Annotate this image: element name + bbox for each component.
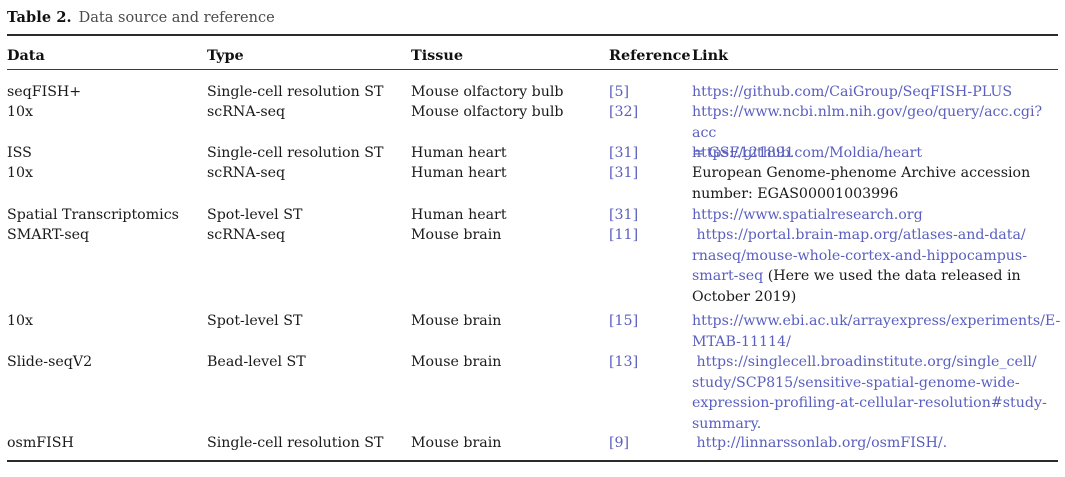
link-url[interactable]: https://www.ncbi.nlm.nih.gov/geo/query/a… xyxy=(692,104,1043,162)
cell-link[interactable]: https://singlecell.broadinstitute.org/si… xyxy=(692,352,1058,434)
column-header-tissue: Tissue xyxy=(411,47,463,64)
cell-data: SMART-seq xyxy=(7,227,90,243)
table-rule-header xyxy=(7,69,1058,70)
cell-link[interactable]: https://portal.brain-map.org/atlases-and… xyxy=(692,225,1058,307)
cell-tissue: Human heart xyxy=(411,165,507,181)
link-text: European Genome-phenome Archive accessio… xyxy=(692,165,1031,202)
link-url[interactable]: https://github.com/Moldia/heart xyxy=(692,145,923,161)
cell-reference[interactable]: [9] xyxy=(609,435,630,451)
caption-label: Table 2. xyxy=(7,9,72,26)
cell-data: Spatial Transcriptomics xyxy=(7,207,179,223)
cell-data: osmFISH xyxy=(7,435,74,451)
cell-tissue: Human heart xyxy=(411,145,507,161)
cell-data: Slide-seqV2 xyxy=(7,354,93,370)
cell-reference[interactable]: [31] xyxy=(609,165,639,181)
cell-link[interactable]: http://linnarssonlab.org/osmFISH/. xyxy=(692,433,1058,454)
cell-reference[interactable]: [5] xyxy=(609,84,630,100)
link-url[interactable]: https://singlecell.broadinstitute.org/si… xyxy=(692,354,1047,432)
cell-type: Single-cell resolution ST xyxy=(207,84,384,100)
cell-link[interactable]: https://github.com/CaiGroup/SeqFISH-PLUS xyxy=(692,82,1058,103)
cell-type: Single-cell resolution ST xyxy=(207,435,384,451)
caption-text: Data source and reference xyxy=(78,10,275,26)
cell-reference[interactable]: [31] xyxy=(609,145,639,161)
cell-link[interactable]: https://www.spatialresearch.org xyxy=(692,205,1058,226)
link-note: (Here we used the data released in Octob… xyxy=(692,268,1021,305)
cell-tissue: Mouse olfactory bulb xyxy=(411,104,564,120)
cell-reference[interactable]: [13] xyxy=(609,354,639,370)
cell-data: 10x xyxy=(7,313,34,329)
cell-tissue: Mouse brain xyxy=(411,435,502,451)
cell-link[interactable]: https://www.ebi.ac.uk/arrayexpress/exper… xyxy=(692,311,1061,352)
column-header-link: Link xyxy=(692,47,729,64)
cell-type: Spot-level ST xyxy=(207,313,303,329)
cell-reference[interactable]: [32] xyxy=(609,104,639,120)
link-url[interactable]: http://linnarssonlab.org/osmFISH/. xyxy=(692,435,948,451)
cell-type: scRNA-seq xyxy=(207,227,286,243)
cell-type: scRNA-seq xyxy=(207,165,286,181)
cell-tissue: Mouse brain xyxy=(411,354,502,370)
column-header-data: Data xyxy=(7,47,45,64)
table-rule-bottom xyxy=(7,460,1058,462)
link-url[interactable]: https://github.com/CaiGroup/SeqFISH-PLUS xyxy=(692,84,1013,100)
table-rule-top xyxy=(7,34,1058,36)
cell-reference[interactable]: [15] xyxy=(609,313,639,329)
cell-link: European Genome-phenome Archive accessio… xyxy=(692,163,1058,204)
link-url[interactable]: https://portal.brain-map.org/atlases-and… xyxy=(692,227,1027,285)
cell-type: scRNA-seq xyxy=(207,104,286,120)
column-header-type: Type xyxy=(207,47,244,64)
cell-tissue: Mouse brain xyxy=(411,313,502,329)
cell-type: Bead-level ST xyxy=(207,354,306,370)
cell-data: ISS xyxy=(7,145,32,161)
cell-tissue: Mouse brain xyxy=(411,227,502,243)
table-grid: Data Type Tissue Reference Link seqFISH+… xyxy=(7,0,1061,477)
link-url[interactable]: https://www.spatialresearch.org xyxy=(692,207,923,223)
column-header-reference: Reference xyxy=(609,47,691,64)
cell-type: Single-cell resolution ST xyxy=(207,145,384,161)
cell-link[interactable]: https://github.com/Moldia/heart xyxy=(692,143,1058,164)
table-caption: Table 2. Data source and reference xyxy=(7,9,275,27)
cell-data: seqFISH+ xyxy=(7,84,82,100)
cell-reference[interactable]: [31] xyxy=(609,207,639,223)
cell-reference[interactable]: [11] xyxy=(609,227,639,243)
cell-tissue: Mouse olfactory bulb xyxy=(411,84,564,100)
cell-tissue: Human heart xyxy=(411,207,507,223)
cell-data: 10x xyxy=(7,165,34,181)
cell-data: 10x xyxy=(7,104,34,120)
link-url[interactable]: https://www.ebi.ac.uk/arrayexpress/exper… xyxy=(692,313,1061,350)
cell-link[interactable]: https://www.ncbi.nlm.nih.gov/geo/query/a… xyxy=(692,102,1058,164)
cell-type: Spot-level ST xyxy=(207,207,303,223)
